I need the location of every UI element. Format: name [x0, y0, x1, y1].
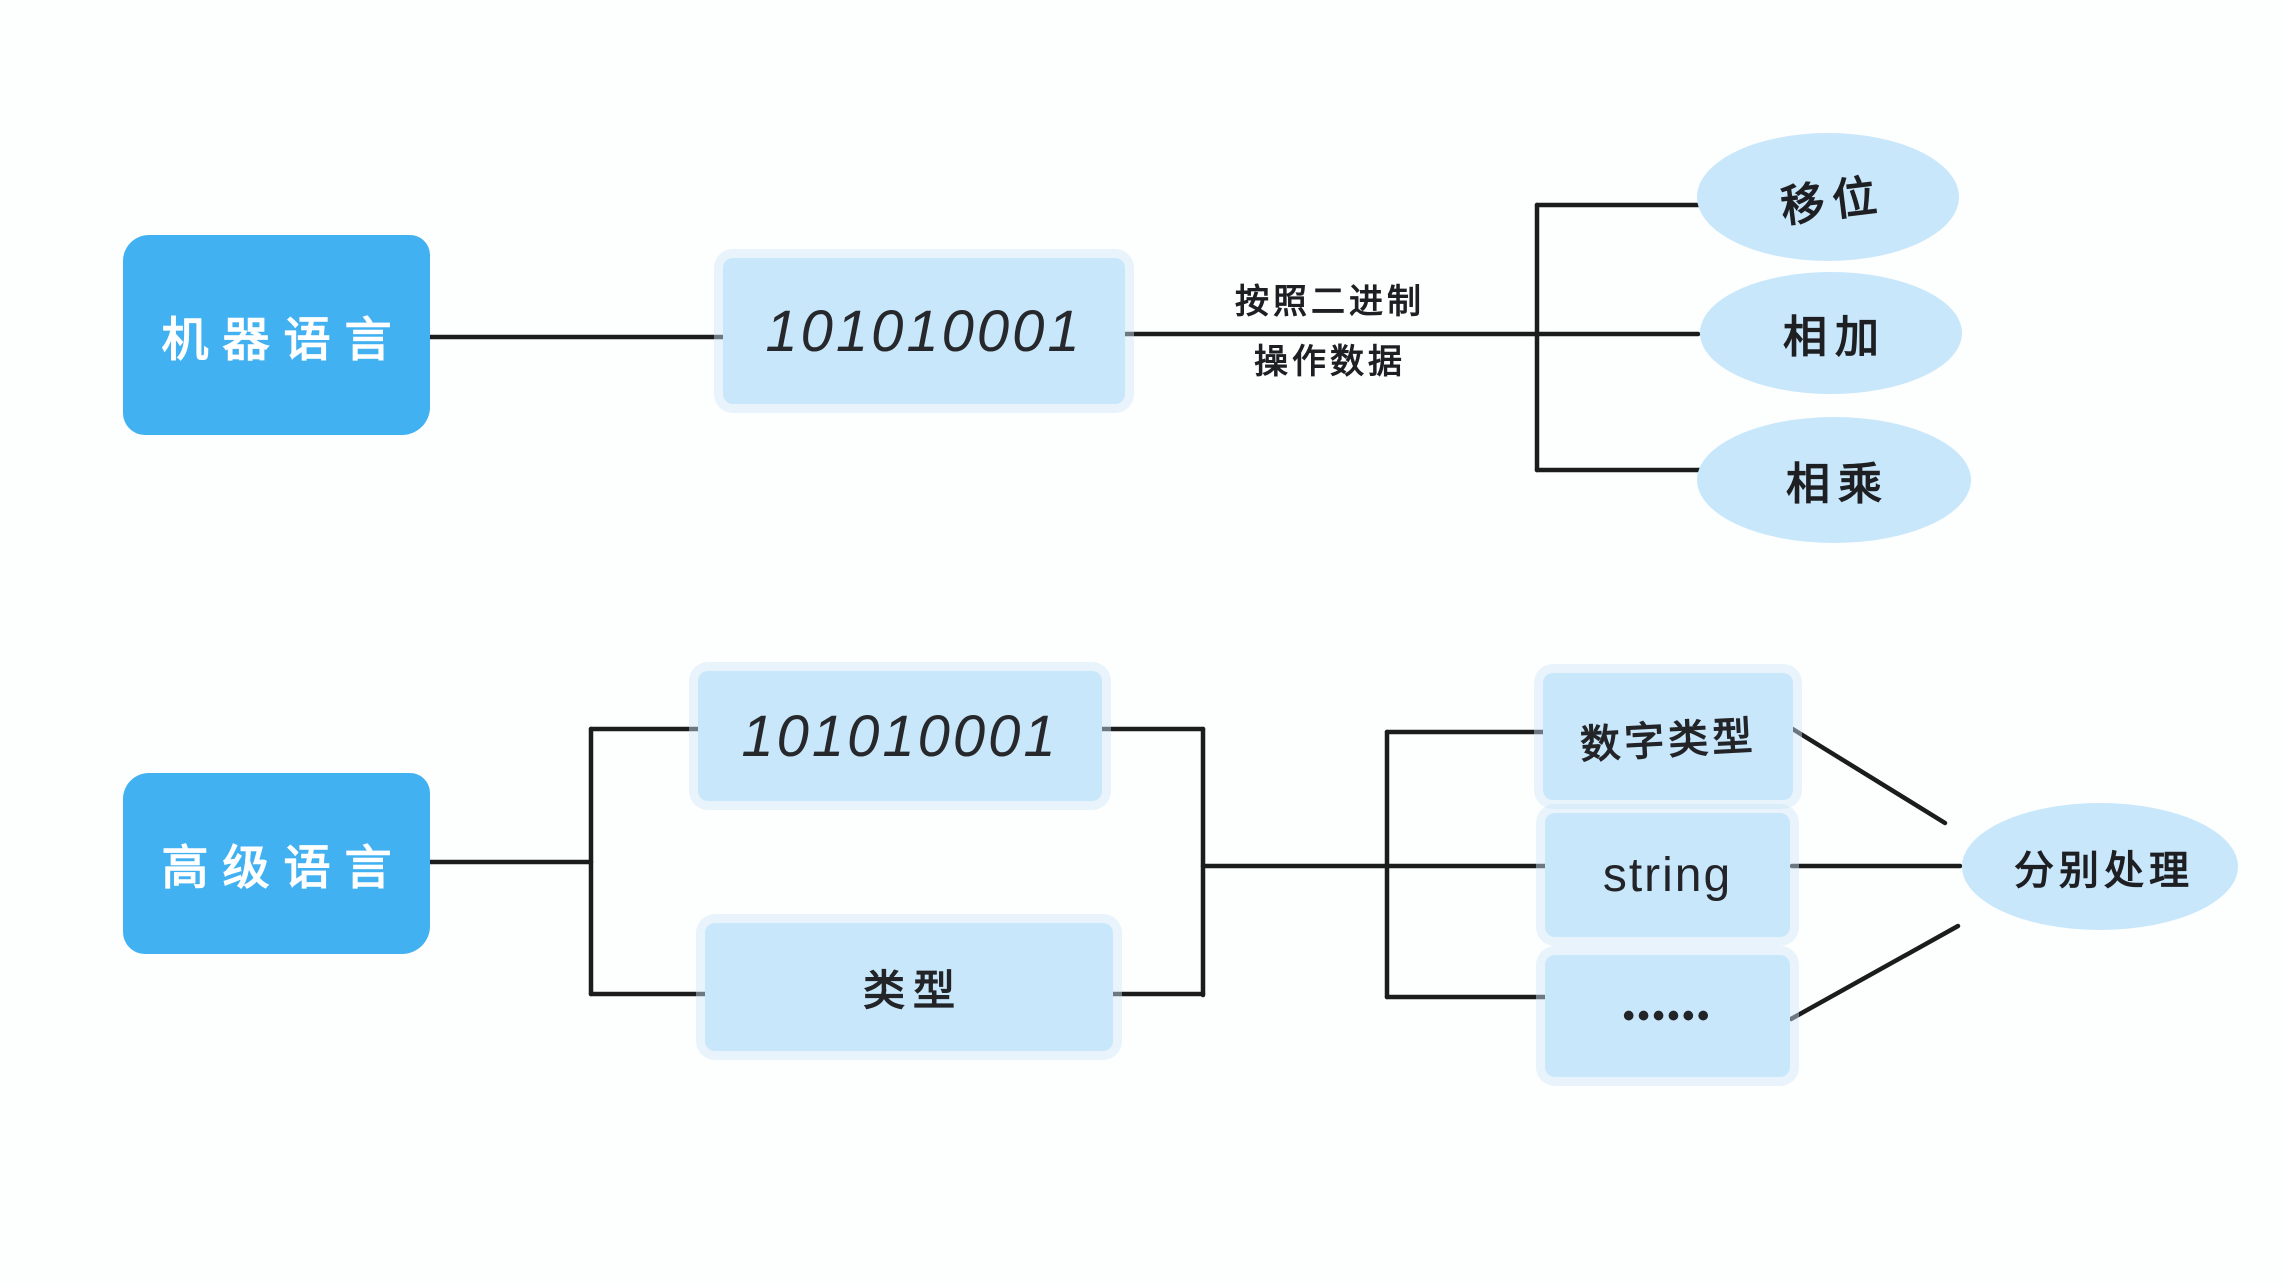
string-type-box: string — [1545, 813, 1790, 937]
handle-separately-label: 分别处理 — [2014, 848, 2194, 893]
machine-language-label: 机器语言 — [161, 312, 406, 366]
handle-separately-ellipse: 分别处理 — [1962, 803, 2238, 930]
numeric-type-box: 数字类型 — [1543, 673, 1793, 800]
string-type-label: string — [1602, 848, 1733, 902]
more-types-label: •••••• — [1622, 996, 1713, 1035]
numeric-type-label: 数字类型 — [1579, 713, 1758, 768]
binary-code-box-bottom: 101010001 — [698, 671, 1102, 801]
operation-shift-label: 移位 — [1777, 170, 1888, 233]
operation-add-label: 相加 — [1783, 313, 1887, 362]
type-box: 类型 — [705, 923, 1113, 1051]
edge-label-binary-operation: 按照二进制 操作数据 — [1180, 285, 1480, 379]
operation-ellipse-multiply: 相乘 — [1697, 417, 1971, 543]
operation-ellipse-shift: 移位 — [1697, 133, 1959, 261]
operation-ellipse-add: 相加 — [1700, 272, 1962, 394]
high-level-language-box: 高级语言 — [123, 773, 430, 954]
machine-language-box: 机器语言 — [123, 235, 430, 435]
more-types-box: •••••• — [1545, 955, 1790, 1077]
binary-code-label-bottom: 101010001 — [741, 703, 1059, 769]
type-label: 类型 — [862, 966, 963, 1014]
high-level-language-label: 高级语言 — [161, 841, 406, 894]
binary-code-label-top: 101010001 — [765, 298, 1083, 364]
binary-code-box-top: 101010001 — [723, 258, 1125, 404]
edge-label-line2: 操作数据 — [1254, 343, 1406, 381]
edge-label-line1: 按照二进制 — [1235, 283, 1425, 321]
operation-multiply-label: 相乘 — [1786, 460, 1890, 509]
